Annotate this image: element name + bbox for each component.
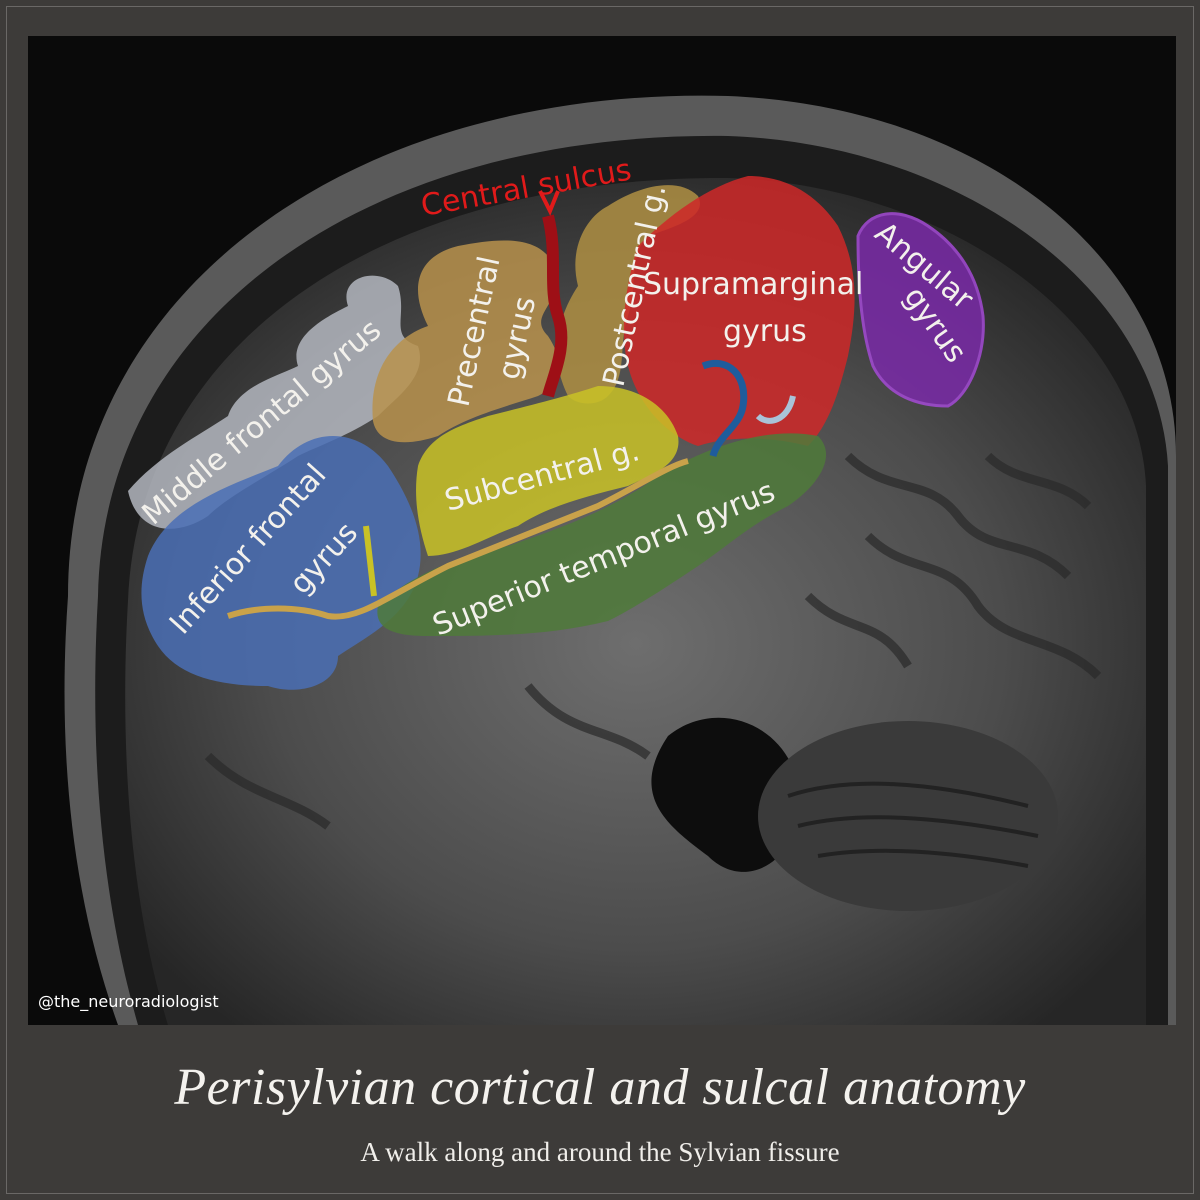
- central-sulcus-line: [542, 214, 568, 398]
- blue-sulcus-line: [701, 359, 748, 458]
- supramarginal-label-line2: gyrus: [723, 314, 807, 349]
- mri-sagittal-illustration: Central sulcus Precentral gyrus Postcent…: [28, 36, 1176, 1025]
- inferior-frontal-gyrus-region: [141, 436, 421, 690]
- watermark-handle: @the_neuroradiologist: [38, 992, 219, 1011]
- supramarginal-label-line1: Supramarginal: [643, 267, 863, 302]
- poster-subtitle: A walk along and around the Sylvian fiss…: [360, 1137, 840, 1167]
- sylvian-fissure-line: [227, 458, 689, 620]
- superior-temporal-gyrus-region: [377, 433, 827, 636]
- gyral-texture: [204, 452, 1102, 830]
- precentral-gyrus-region: [372, 240, 559, 443]
- poster-title: Perisylvian cortical and sulcal anatomy: [174, 1059, 1026, 1116]
- supramarginal-gyrus-region: [623, 176, 855, 446]
- middle-frontal-gyrus-region: [128, 275, 420, 529]
- mri-image: Central sulcus Precentral gyrus Postcent…: [28, 36, 1176, 1025]
- cerebellum: [758, 721, 1058, 911]
- angular-gyrus-region: [856, 212, 985, 408]
- ascending-ramus-line: [363, 525, 377, 597]
- light-sulcus-line: [755, 395, 796, 424]
- subcentral-gyrus-region: [416, 386, 679, 556]
- cerebellar-folia: [787, 781, 1039, 868]
- central-sulcus-arrow: [538, 190, 560, 216]
